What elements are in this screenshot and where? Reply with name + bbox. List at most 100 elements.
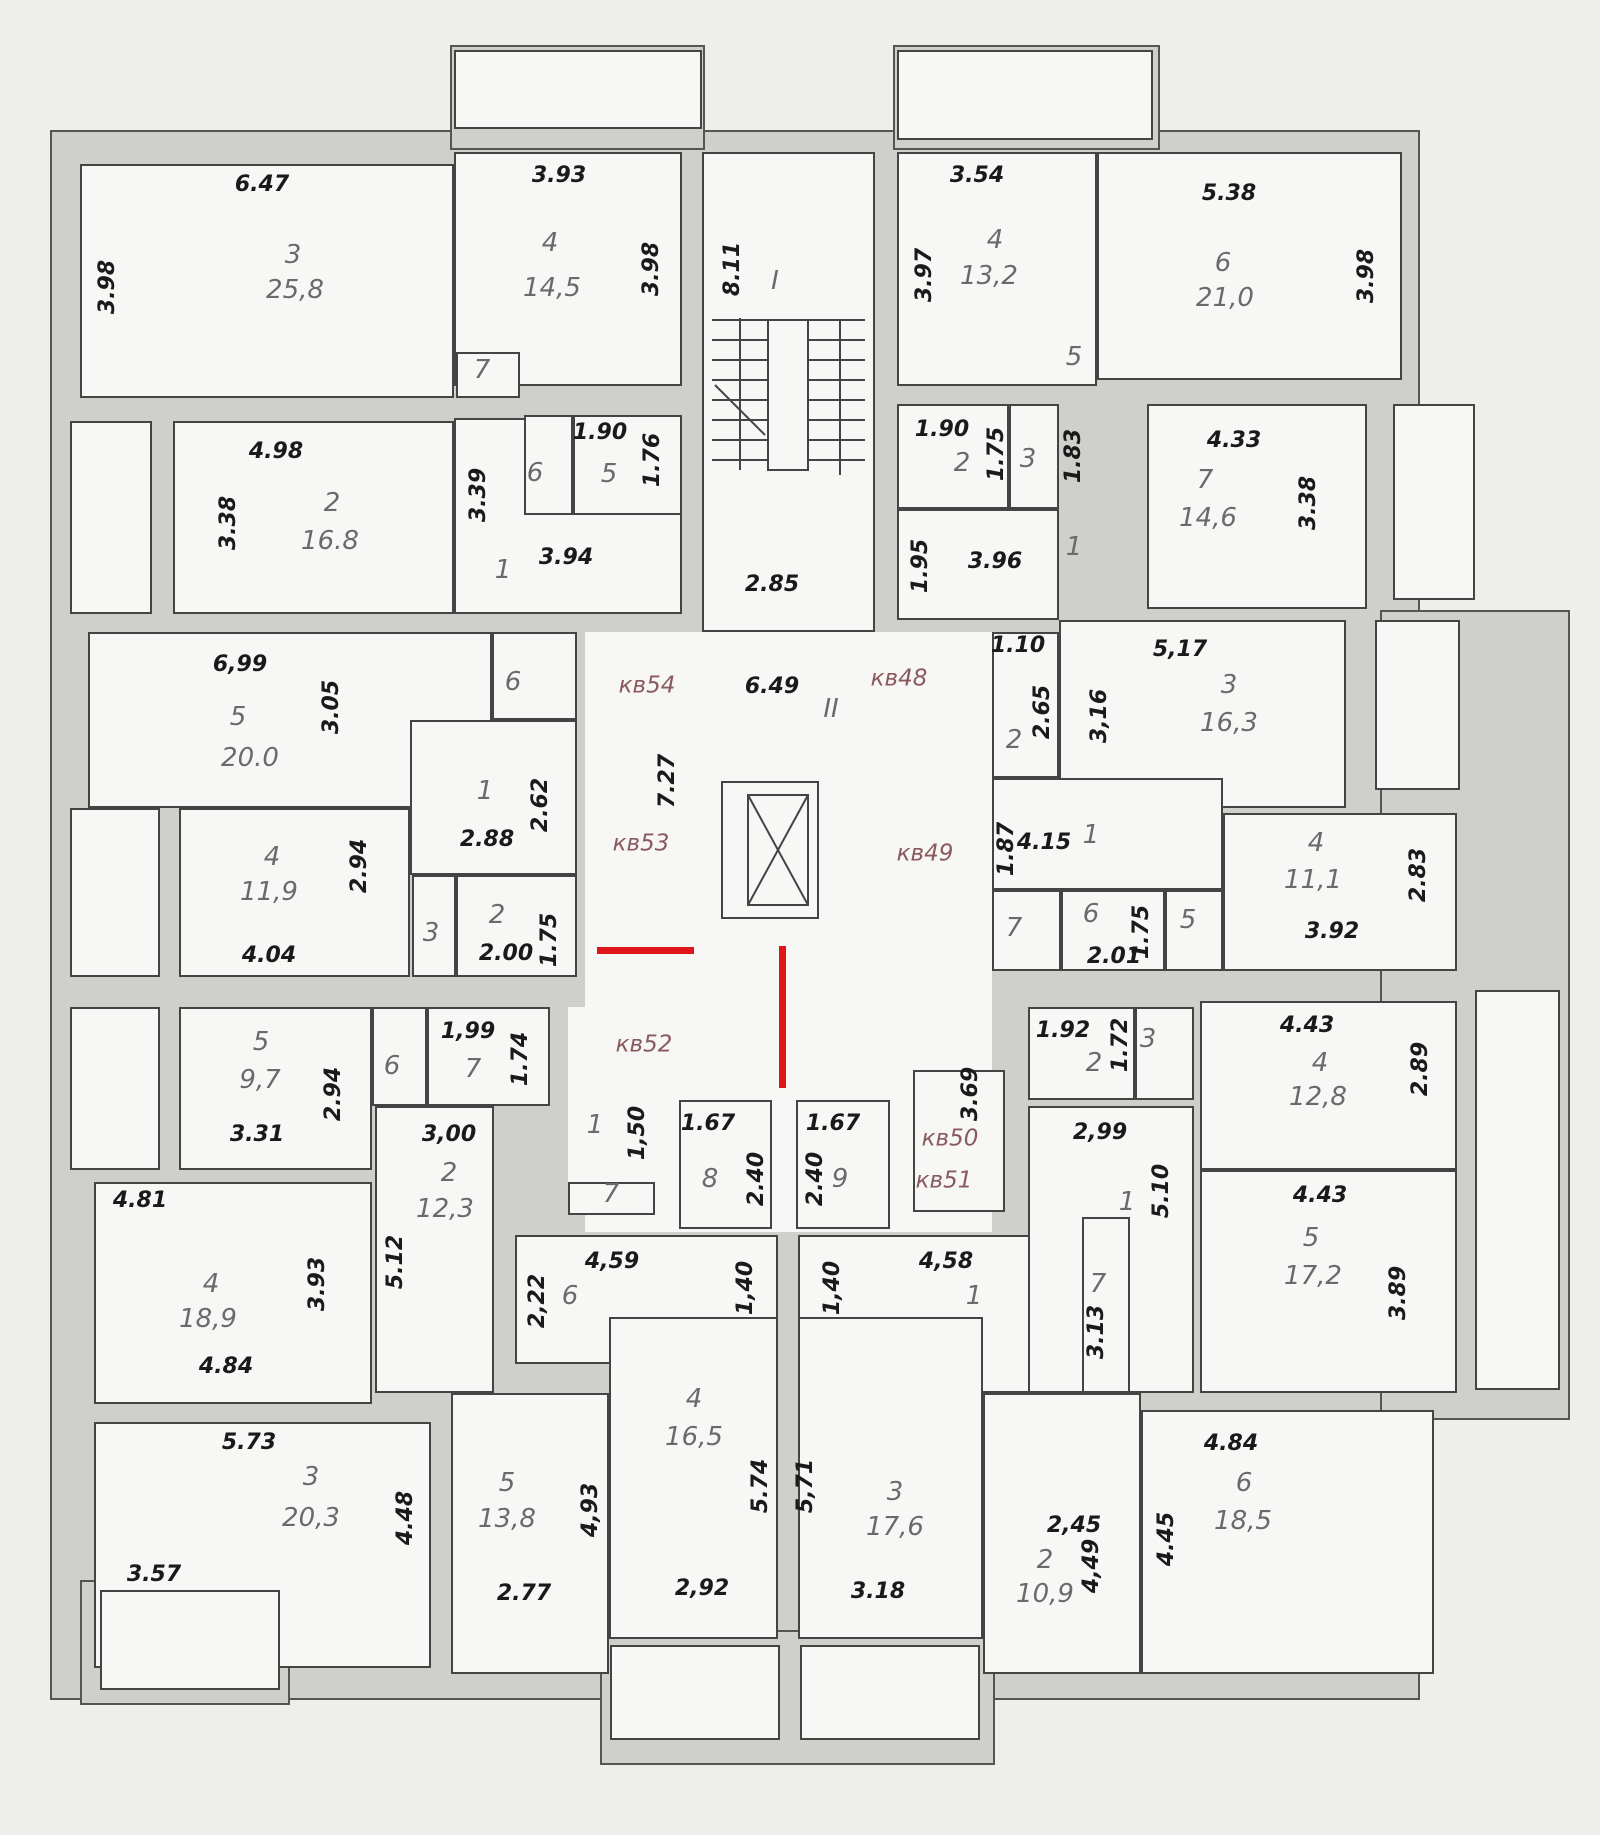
room-4-kv50 [1200, 1001, 1457, 1170]
area-label: 21,0 [1196, 283, 1254, 313]
area-label: 10,9 [1016, 1579, 1074, 1609]
room-7-kv54 [456, 352, 520, 398]
dimension-label: 3.18 [850, 1579, 906, 1604]
room-number-label: 5 [1065, 342, 1083, 372]
room-2-kv53 [456, 875, 577, 977]
apartment-label: кв54 [618, 672, 676, 699]
area-label: 18,5 [1214, 1506, 1272, 1536]
dimension-label: 6.49 [744, 674, 800, 699]
balcony [70, 808, 160, 977]
dimension-label: 2,99 [1072, 1120, 1128, 1145]
area-label: 14,5 [523, 273, 581, 303]
room-number-label: 5 [252, 1027, 270, 1057]
room-number-label: 3 [1220, 670, 1238, 700]
room-number-label: 4 [685, 1384, 703, 1414]
area-label: 13,2 [960, 261, 1018, 291]
area-label: 20.0 [221, 743, 279, 773]
dimension-label: 3.96 [967, 549, 1023, 574]
room-number-label: 1 [965, 1281, 983, 1311]
room-number-label: 2 [1036, 1545, 1054, 1575]
room-4-kv54 [454, 152, 682, 386]
dimension-label: 1.75 [1129, 904, 1154, 960]
room-number-label: 1 [494, 555, 512, 585]
room-3-kv50 [1135, 1007, 1194, 1100]
room-5-kv54 [573, 415, 682, 515]
room-number-label: 4 [541, 228, 559, 258]
apartment-label: кв52 [615, 1031, 673, 1058]
room-number-label: 7 [473, 355, 491, 385]
apartment-label: кв51 [915, 1167, 973, 1194]
dimension-label: 3.93 [531, 163, 587, 188]
room-6-kv51 [1141, 1410, 1434, 1674]
area-label: 16,5 [665, 1422, 723, 1452]
room-number-label: 4 [202, 1269, 220, 1299]
stairwell [702, 152, 875, 632]
room-7-kv52 [427, 1007, 550, 1106]
dimension-label: 5.73 [221, 1430, 277, 1455]
room-number-label: 7 [602, 1179, 620, 1209]
dimension-label: 1.67 [805, 1111, 861, 1136]
balcony [70, 421, 152, 614]
dimension-label: 3.38 [1296, 475, 1321, 531]
dimension-label: 2.40 [744, 1151, 769, 1207]
dimension-label: 3.05 [319, 679, 344, 735]
dimension-label: 4,58 [918, 1249, 974, 1274]
room-5-kv52 [179, 1007, 372, 1170]
room-7-kv50 [1082, 1217, 1130, 1393]
room-number-label: 4 [263, 842, 281, 872]
area-label: 17,2 [1284, 1261, 1342, 1291]
room-number-label: 5 [1302, 1223, 1320, 1253]
room-number-label: 3 [422, 918, 440, 948]
room-7-kv48 [1147, 404, 1367, 609]
dimension-label: 3.13 [1084, 1304, 1109, 1360]
balcony [610, 1645, 780, 1740]
dimension-label: 2.94 [347, 838, 372, 894]
dimension-label: 4.81 [112, 1188, 168, 1213]
dimension-label: 1.83 [1061, 428, 1086, 484]
dimension-label: 3.31 [229, 1122, 285, 1147]
area-label: 13,8 [478, 1504, 536, 1534]
dimension-label: 5.74 [748, 1458, 773, 1514]
room-4-kv52b [609, 1317, 778, 1639]
room-3-kv54 [80, 164, 454, 398]
area-label: 18,9 [179, 1304, 237, 1334]
dimension-label: 3.98 [1354, 248, 1379, 304]
area-label: 9,7 [239, 1065, 281, 1095]
balcony [454, 50, 702, 129]
room-1-kv49 [992, 778, 1223, 890]
dimension-label: 4.48 [393, 1490, 418, 1546]
room-2-kv51 [983, 1393, 1141, 1674]
balcony [1393, 404, 1475, 600]
balcony [70, 1007, 160, 1170]
room-number-label: 7 [1005, 913, 1023, 943]
dimension-label: 5.10 [1149, 1163, 1174, 1219]
dimension-label: 8.11 [720, 241, 745, 297]
room-2-kv48 [897, 404, 1009, 509]
room-2-kv50 [1028, 1007, 1135, 1100]
room-8 [679, 1100, 772, 1229]
dimension-label: 2.83 [1406, 847, 1431, 903]
room-1-kv53 [410, 720, 577, 875]
room-number-label: 3 [284, 240, 302, 270]
dimension-label: 1,40 [820, 1260, 845, 1316]
balcony [800, 1645, 980, 1740]
area-label: 11,9 [240, 877, 298, 907]
room-2-kv49 [992, 632, 1059, 778]
room-3-kv53 [412, 875, 456, 977]
dimension-label: 1,99 [440, 1019, 496, 1044]
dimension-label: 2.94 [321, 1066, 346, 1122]
room-number-label: 7 [464, 1054, 482, 1084]
room-3-kv48 [1009, 404, 1059, 509]
dimension-label: 3.97 [912, 247, 937, 303]
room-number-label: 4 [986, 225, 1004, 255]
dimension-label: 1.67 [680, 1111, 736, 1136]
dimension-label: 1,40 [733, 1260, 758, 1316]
room-3-kv51 [798, 1317, 983, 1639]
dimension-label: 1.95 [908, 538, 933, 594]
apartment-label: кв49 [896, 840, 954, 867]
highlight-line-horizontal [597, 947, 694, 954]
dimension-label: 4.15 [1016, 830, 1072, 855]
corridor-kv50-51 [913, 1070, 1005, 1212]
area-label: 12,8 [1289, 1082, 1347, 1112]
